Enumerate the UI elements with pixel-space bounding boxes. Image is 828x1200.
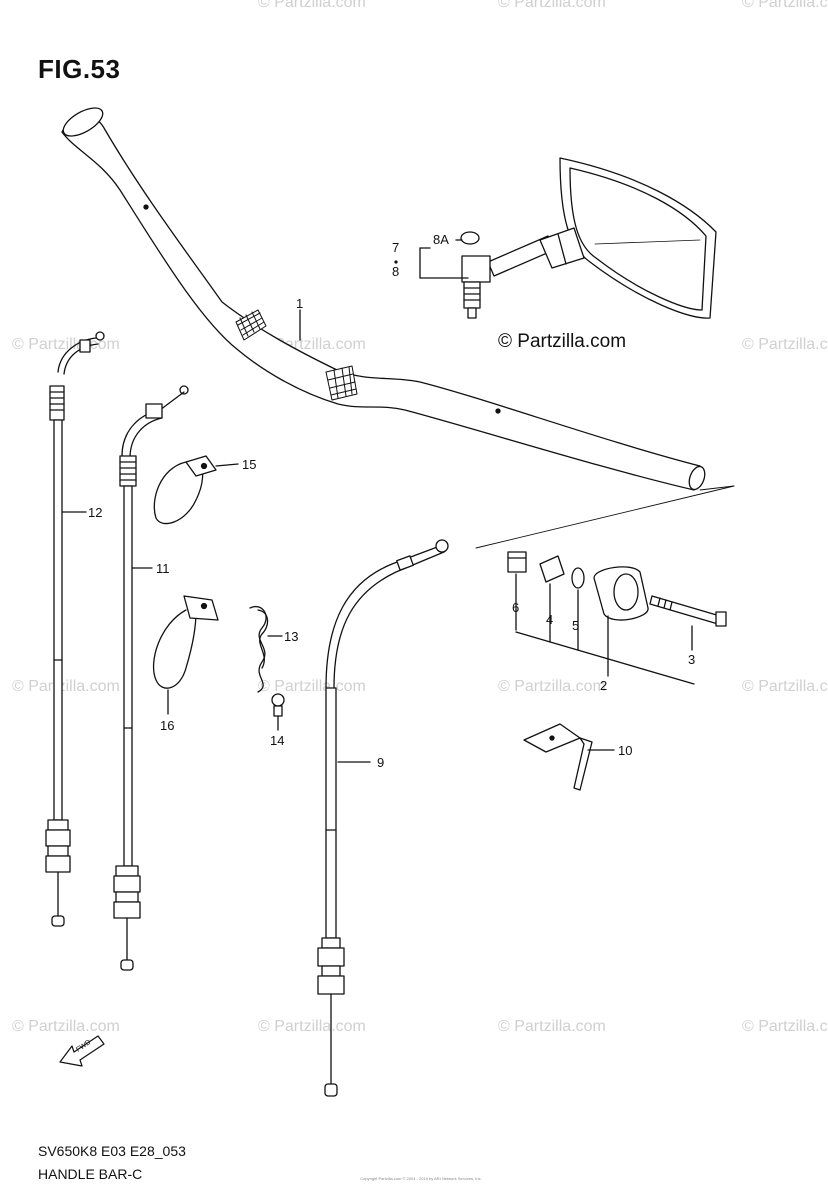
- part-14-screw[interactable]: [271, 693, 285, 717]
- callout-10: 10: [618, 743, 632, 758]
- callout-11: 11: [156, 561, 170, 576]
- watermark: © Partzilla.com: [742, 678, 828, 695]
- callout-9: 9: [377, 755, 384, 770]
- watermark: © Partzilla.com: [258, 0, 366, 11]
- watermark: © Partzilla.com: [12, 336, 120, 353]
- part-7-8-mirror[interactable]: [460, 157, 717, 319]
- callout-2: 2: [600, 678, 607, 693]
- part-9-cable[interactable]: [317, 539, 449, 1097]
- brand-label: © Partzilla.com: [498, 331, 627, 352]
- part-1-handlebar[interactable]: [59, 102, 708, 491]
- bracket-7-8: [419, 239, 469, 279]
- callout-16: 16: [160, 718, 174, 733]
- callout-6: 6: [512, 600, 519, 615]
- bar-end-guide-lines: [475, 485, 735, 549]
- callout-14: 14: [270, 733, 284, 748]
- watermark: © Partzilla.com: [498, 0, 606, 11]
- part-11-cable[interactable]: [113, 385, 189, 971]
- figure-code: SV650K8 E03 E28_053: [38, 1143, 186, 1159]
- callout-3: 3: [688, 652, 695, 667]
- part-16-clamp[interactable]: [152, 595, 219, 689]
- watermark: © Partzilla.com: [258, 1018, 366, 1035]
- callout-7: 7: [392, 240, 399, 255]
- callout-dot: [394, 260, 398, 264]
- watermark: © Partzilla.com: [258, 678, 366, 695]
- bar-end-bracket: [515, 573, 695, 685]
- callout-4: 4: [546, 612, 553, 627]
- part-10-bracket[interactable]: [523, 723, 593, 791]
- callout-8: 8: [392, 264, 399, 279]
- knurl-left: [235, 309, 267, 341]
- watermark: © Partzilla.com: [742, 0, 828, 11]
- callout-13: 13: [284, 629, 298, 644]
- figure-name: HANDLE BAR-C: [38, 1166, 143, 1182]
- watermark: © Partzilla.com: [12, 1018, 120, 1035]
- watermark: © Partzilla.com: [742, 336, 828, 353]
- part-3-bolt[interactable]: [649, 595, 727, 627]
- part-5-washer[interactable]: [571, 567, 585, 589]
- watermark: © Partzilla.com: [498, 678, 606, 695]
- part-6-nut[interactable]: [507, 551, 527, 573]
- callout-8a: 8A: [433, 232, 449, 247]
- leader-15: [215, 463, 239, 467]
- part-2-weight[interactable]: [593, 566, 649, 621]
- callout-15: 15: [242, 457, 256, 472]
- knurl-right: [325, 365, 358, 401]
- callout-5: 5: [572, 618, 579, 633]
- callout-1: 1: [296, 296, 303, 311]
- part-12-cable[interactable]: [45, 331, 105, 927]
- watermark: © Partzilla.com: [12, 678, 120, 695]
- watermark: © Partzilla.com: [742, 1018, 828, 1035]
- callout-12: 12: [88, 505, 102, 520]
- fwd-arrow-icon: FWD: [59, 1035, 105, 1067]
- watermark: © Partzilla.com: [498, 1018, 606, 1035]
- figure-title: FIG.53: [38, 54, 121, 84]
- part-13-clip[interactable]: [249, 605, 269, 693]
- part-15-clamp[interactable]: [153, 455, 217, 525]
- copyright-notice: Copyright Partzilla.com © 2004 - 2019 by…: [360, 1176, 482, 1181]
- part-4-spacer[interactable]: [539, 555, 565, 583]
